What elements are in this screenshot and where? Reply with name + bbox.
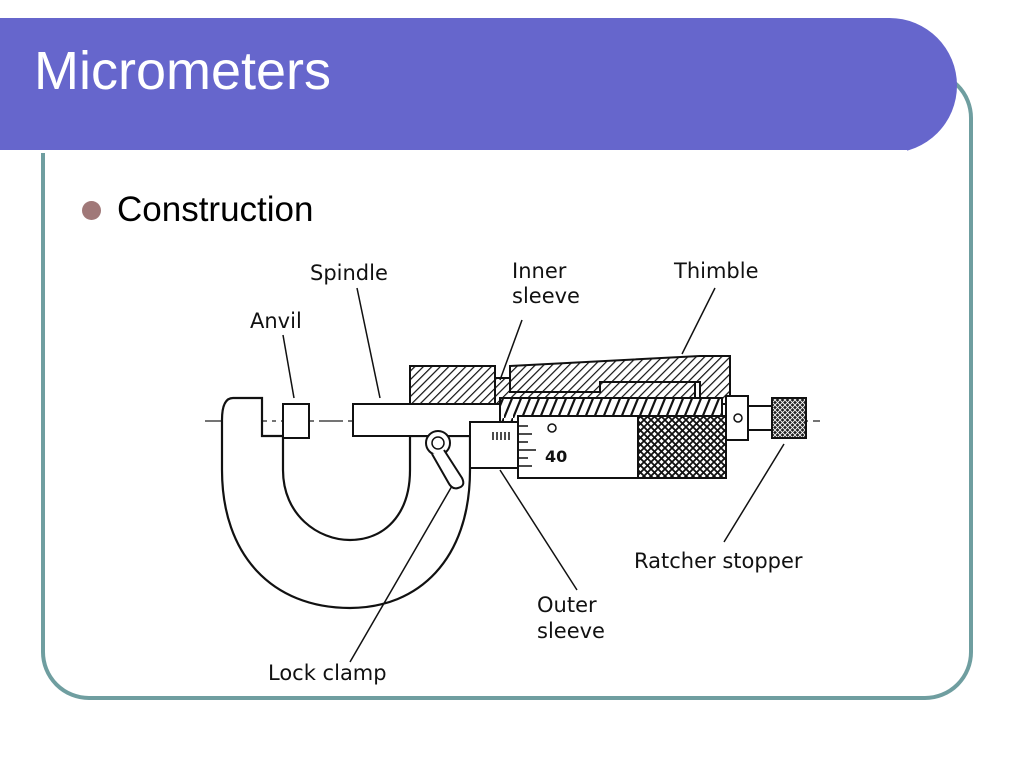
bullet-dot-icon	[82, 200, 101, 220]
scale-mark-upper	[547, 423, 557, 433]
label-inner-sleeve-1: Inner	[512, 259, 567, 283]
bullet-text: Construction	[117, 190, 314, 229]
collar-screw	[733, 413, 743, 423]
label-outer-sleeve-2: sleeve	[537, 619, 605, 643]
thimble-shell	[509, 355, 731, 405]
label-thimble: Thimble	[673, 259, 759, 283]
thimble-scale	[517, 415, 639, 479]
end-collar	[725, 395, 749, 441]
scale-value-label: 40	[545, 447, 567, 466]
micrometer-diagram: 40 Spindle Anvil Inner sleeve Thimble Ra…	[205, 259, 820, 685]
ratchet-stopper	[771, 397, 807, 439]
bullet-item: Construction	[82, 190, 313, 230]
thimble-knurl	[637, 415, 727, 479]
title-bar	[0, 18, 957, 153]
label-spindle: Spindle	[310, 261, 388, 285]
outer-sleeve	[469, 421, 519, 469]
slide-title: Micrometers	[34, 41, 332, 101]
outer-sleeve-ticks	[492, 432, 510, 440]
label-anvil: Anvil	[250, 309, 302, 333]
label-lock-clamp: Lock clamp	[268, 661, 387, 685]
thimble-scale-ticks	[518, 425, 536, 467]
inner-sleeve-block	[409, 365, 496, 405]
anvil	[282, 403, 310, 439]
ratchet-neck	[747, 405, 773, 431]
lock-clamp-lever	[431, 449, 465, 490]
c-frame	[220, 396, 472, 610]
label-inner-sleeve-2: sleeve	[512, 284, 580, 308]
lock-clamp-pin	[431, 436, 445, 450]
label-outer-sleeve-1: Outer	[537, 593, 597, 617]
label-ratchet-stopper: Ratcher stopper	[634, 549, 803, 573]
title-underline	[0, 150, 907, 153]
